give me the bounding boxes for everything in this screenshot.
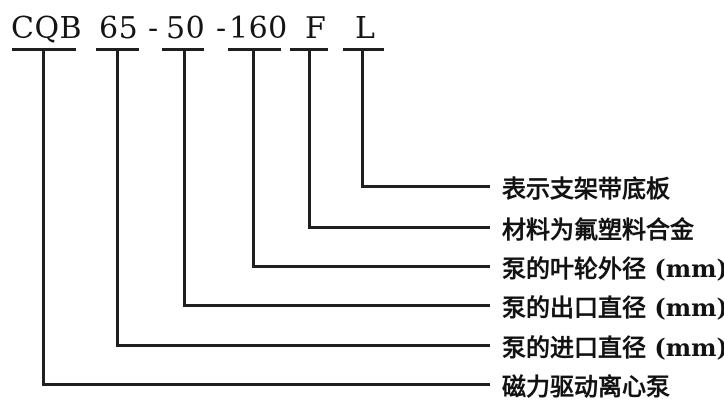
underline-prefix	[12, 48, 76, 51]
label-pump-type: 磁力驱动离心泵	[502, 372, 670, 401]
connector-hline-inlet-diameter	[116, 344, 490, 347]
underline-bracket	[343, 48, 384, 51]
connector-vline-material	[308, 51, 311, 229]
connector-hline-prefix	[42, 383, 490, 386]
label-impeller-diameter: 泵的叶轮外径 (mm)	[502, 254, 724, 283]
label-bracket-baseplate: 表示支架带底板	[502, 174, 670, 203]
code-prefix: CQB	[11, 11, 83, 46]
code-inlet-diameter: 65	[99, 11, 139, 46]
connector-vline-impeller-diameter	[252, 51, 255, 268]
code-bracket: L	[355, 11, 376, 46]
code-separator: -	[216, 11, 227, 46]
label-inlet-diameter: 泵的进口直径 (mm)	[502, 333, 724, 362]
underline-outlet-diameter	[162, 48, 204, 51]
code-impeller-diameter: 160	[229, 11, 288, 46]
connector-vline-prefix	[42, 51, 45, 386]
connector-hline-bracket	[361, 185, 490, 188]
connector-hline-material	[308, 226, 490, 229]
underline-impeller-diameter	[228, 48, 281, 51]
code-material: F	[305, 11, 327, 46]
code-outlet-diameter: 50	[166, 11, 206, 46]
connector-vline-bracket	[361, 51, 364, 188]
connector-vline-outlet-diameter	[183, 51, 186, 307]
code-separator: -	[148, 11, 159, 46]
connector-hline-outlet-diameter	[183, 304, 490, 307]
label-material-alloy: 材料为氟塑料合金	[502, 215, 694, 244]
underline-inlet-diameter	[96, 48, 139, 51]
connector-vline-inlet-diameter	[116, 51, 119, 347]
label-outlet-diameter: 泵的出口直径 (mm)	[502, 293, 724, 322]
underline-material	[290, 48, 328, 51]
connector-hline-impeller-diameter	[252, 265, 490, 268]
